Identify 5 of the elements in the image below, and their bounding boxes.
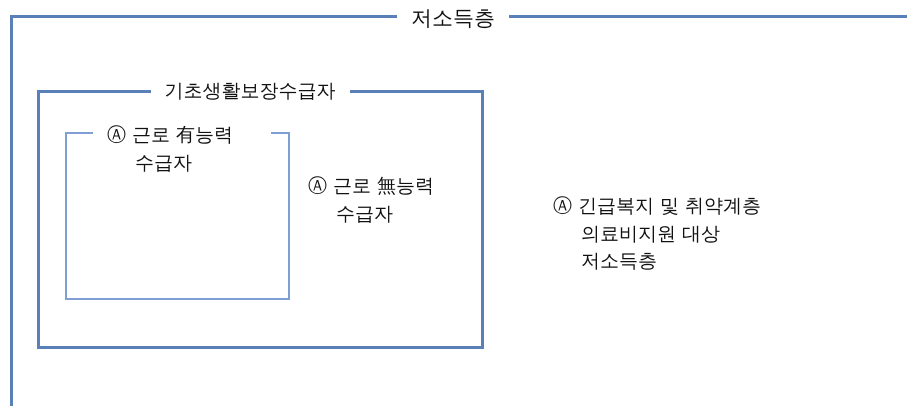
group-title: Ⓐ 근로 有능력 수급자 (107, 123, 234, 176)
group-note: Ⓐ 근로 無능력 수급자 (308, 174, 436, 227)
group-title: 기초생활보장수급자 (164, 79, 336, 104)
group-note: Ⓐ 긴급복지 및 취약계층 의료비지원 대상 저소득층 (553, 194, 762, 274)
group-title: 저소득층 (411, 5, 495, 32)
